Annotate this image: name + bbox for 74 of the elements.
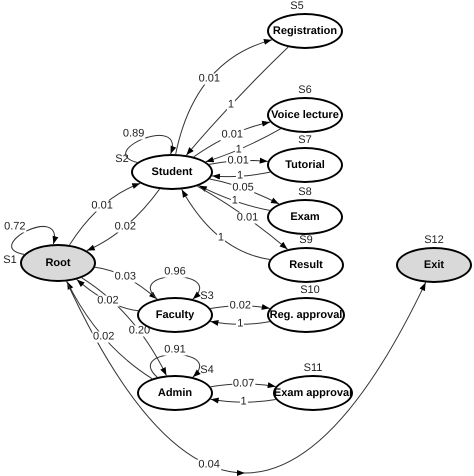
state-number: S11	[304, 363, 322, 374]
edge-label: 0.04	[197, 460, 221, 471]
arrow	[12, 226, 58, 255]
state-name: Faculty	[156, 310, 194, 320]
arrow	[212, 172, 271, 180]
state-name: Result	[289, 260, 323, 270]
state-ellipse	[267, 199, 343, 235]
state-ellipse	[131, 154, 213, 190]
state-name: Reg. approval	[270, 310, 342, 320]
edge-label: 0.02	[96, 296, 120, 307]
arrow	[86, 188, 160, 252]
arrow	[209, 178, 280, 204]
arrow	[210, 320, 270, 326]
edge-label: 0.02	[92, 332, 116, 343]
state-ellipse	[273, 375, 353, 411]
arrow	[210, 398, 276, 404]
arrow	[94, 266, 158, 300]
arrow	[125, 135, 176, 163]
edge-label: 0.01	[90, 200, 114, 212]
state-name: Tutorial	[285, 160, 325, 170]
state-name: Exam	[290, 212, 320, 222]
arrow	[150, 276, 200, 300]
edge-label: 0.91	[163, 344, 187, 356]
state-number: S1	[3, 255, 17, 266]
state-number: S6	[298, 85, 312, 96]
edge-label: 0.03	[114, 271, 137, 282]
arrow	[205, 128, 282, 162]
edge-label: 0.96	[163, 266, 187, 278]
arrow	[181, 188, 270, 260]
arrow	[66, 281, 426, 476]
edge-label: 0.01	[198, 73, 222, 84]
arrow	[66, 280, 153, 380]
edge-label: 1	[234, 144, 243, 156]
state-name: Exit	[424, 260, 444, 270]
state-number: S7	[298, 135, 312, 146]
edge-label: 0.02	[114, 221, 138, 232]
edge-label: 0.89	[122, 128, 146, 140]
state-number: S10	[300, 285, 320, 296]
arrow	[69, 182, 141, 246]
state-ellipse	[137, 375, 213, 411]
state-name: Student	[152, 166, 192, 178]
arrow	[76, 279, 139, 312]
edge-label: 0.02	[228, 300, 252, 312]
state-number: S5	[290, 1, 304, 12]
arrow	[198, 185, 270, 211]
state-ellipse	[267, 297, 345, 333]
edge-label: 1	[216, 232, 226, 244]
state-number: S12	[424, 235, 444, 246]
edge-label: 0.72	[3, 221, 27, 232]
edge-label: 0.01	[236, 212, 260, 224]
edge-label: 0.05	[231, 182, 255, 194]
state-ellipse	[20, 244, 96, 282]
state-number: S8	[298, 187, 312, 198]
edge-label: 0.07	[232, 378, 256, 390]
state-name: Admin	[158, 388, 192, 398]
arrow	[196, 186, 288, 250]
edge-label: 0.01	[220, 129, 244, 140]
state-number: S4	[200, 365, 214, 376]
state-ellipse	[267, 97, 343, 133]
state-number: S2	[115, 154, 129, 165]
edge-label: 0.01	[226, 155, 250, 166]
state-name: Registration	[272, 26, 338, 36]
edge-label: 1	[226, 100, 236, 111]
arrow	[186, 46, 289, 156]
state-name: Voice lecture	[271, 110, 339, 120]
edge-label: 1	[230, 195, 239, 206]
arrow	[210, 382, 276, 388]
state-number: S3	[200, 291, 214, 302]
state-number: S9	[299, 235, 313, 246]
arrow	[150, 354, 200, 378]
state-ellipse	[267, 13, 343, 49]
arrow	[81, 277, 167, 376]
arrow	[175, 39, 272, 155]
state-name: Root	[45, 258, 71, 268]
